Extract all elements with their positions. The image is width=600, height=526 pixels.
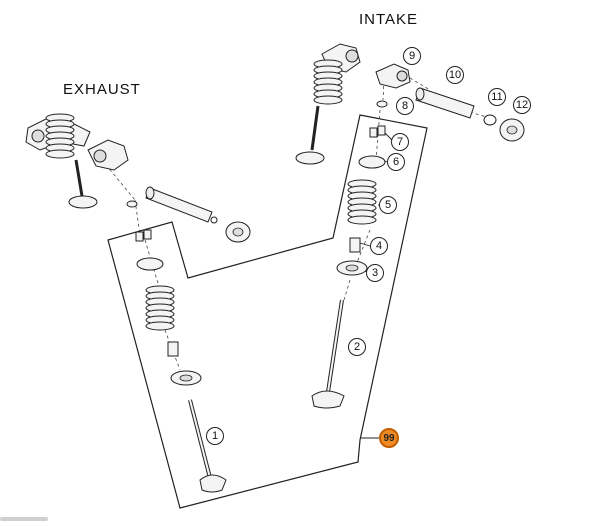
callout-7[interactable]: 7 [391,133,409,151]
intake-valve-upper [295,105,325,165]
callout-9[interactable]: 9 [403,47,421,65]
callout-10[interactable]: 10 [446,66,464,84]
intake-rocker-shaft [415,87,475,119]
exhaust-valve-parts [126,200,202,386]
callout-2[interactable]: 2 [348,338,366,356]
intake-label: INTAKE [359,11,419,28]
exhaust-valve [188,399,227,493]
callout-4[interactable]: 4 [370,237,388,255]
horizontal-scrollbar[interactable] [0,517,48,521]
intake-valve-parts [336,100,388,276]
intake-rocker-arm [313,43,361,105]
callout-12[interactable]: 12 [513,96,531,114]
intake-rocker-arm-9 [375,63,411,89]
exhaust-rocker-arm-front [87,139,129,171]
exhaust-rocker-shaft [145,186,251,243]
callout-5[interactable]: 5 [379,196,397,214]
callout-8[interactable]: 8 [396,97,414,115]
callout-11[interactable]: 11 [488,88,506,106]
exhaust-label: EXHAUST [63,81,141,98]
callout-leaders [359,132,393,439]
callout-3[interactable]: 3 [366,264,384,282]
exhaust-rocker-arm-back [25,113,91,159]
exhaust-valve-upper [68,159,98,209]
callout-99-kit[interactable]: 99 [379,428,399,448]
kit-outline [107,114,428,509]
callout-1[interactable]: 1 [206,427,224,445]
callout-6[interactable]: 6 [387,153,405,171]
intake-washer-and-cap [483,114,525,142]
intake-valve [311,299,345,409]
